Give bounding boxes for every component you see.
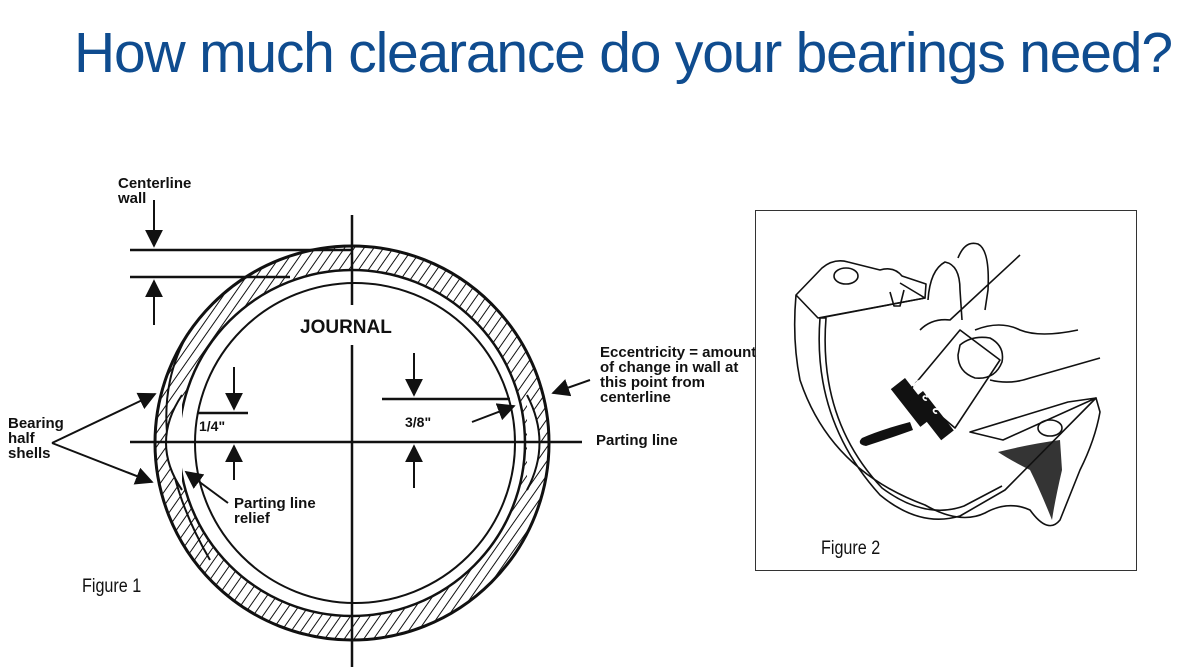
eccentricity-label: Eccentricity = amount of change in wall … bbox=[600, 344, 757, 406]
figure-2-frame bbox=[755, 210, 1137, 571]
hand-fingers bbox=[919, 242, 1101, 383]
plastigage-scale bbox=[890, 378, 954, 441]
quarter-inch-label: 1/4" bbox=[199, 418, 226, 434]
bolt-hole-top bbox=[833, 267, 859, 285]
bearing-inner-edge bbox=[820, 317, 1003, 512]
gauge-number-3: 3 bbox=[918, 389, 935, 405]
bearing-half-shells-label: Bearing half shells bbox=[8, 415, 64, 462]
bearing-lower-flange bbox=[969, 397, 1097, 441]
three-eighths-pointer-arrow bbox=[471, 403, 516, 423]
eccentricity-arrow bbox=[551, 379, 591, 397]
parting-line-relief-arrow bbox=[184, 470, 229, 504]
figure-2-caption: Figure 2 bbox=[821, 538, 881, 559]
centerline-wall-label: Centerline wall bbox=[118, 176, 208, 206]
bolt-hole-bottom bbox=[1037, 419, 1063, 437]
bearing-cap-outer bbox=[793, 260, 1101, 527]
plastigage-strip bbox=[859, 422, 913, 446]
bearing-top-face bbox=[795, 282, 926, 319]
three-eighths-inch-label: 3/8" bbox=[405, 414, 432, 430]
centerline-wall-text: Centerline wall bbox=[118, 175, 192, 207]
slide-title: How much clearance do your bearings need… bbox=[74, 21, 1173, 85]
journal-label: JOURNAL bbox=[300, 317, 392, 338]
parting-line-label: Parting line bbox=[596, 432, 678, 449]
half-shell-arrow-upper bbox=[51, 392, 157, 444]
locating-tab bbox=[889, 289, 905, 307]
parting-line-relief-label: Parting line relief bbox=[234, 495, 316, 527]
figure-1-caption: Figure 1 bbox=[82, 576, 142, 597]
flange-shading bbox=[998, 440, 1062, 520]
half-shell-arrow-lower bbox=[51, 442, 154, 485]
